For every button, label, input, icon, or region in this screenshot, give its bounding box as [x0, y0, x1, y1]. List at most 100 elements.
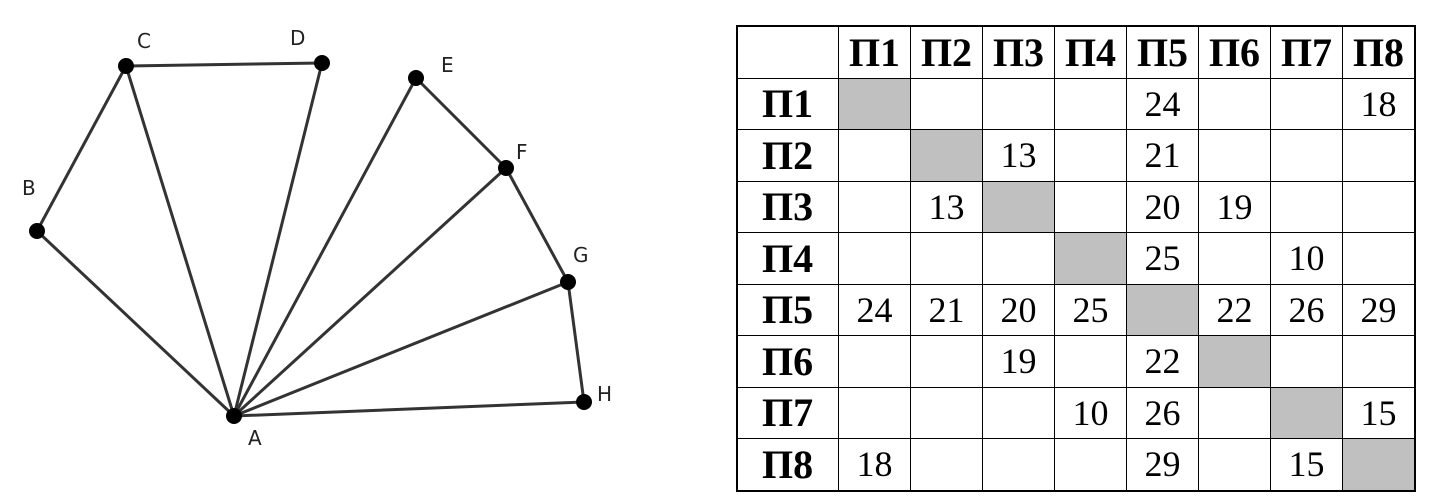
- edge-A-B: [35, 229, 236, 418]
- column-header: П1: [838, 25, 911, 79]
- vertex-label-B: B: [22, 176, 36, 200]
- diagonal-cell: [910, 129, 983, 182]
- vertex-G: [560, 274, 576, 290]
- table-cell: [1270, 129, 1343, 182]
- table-cell: [838, 129, 911, 182]
- table-cell: 13: [910, 180, 983, 233]
- table-cell: [1054, 77, 1127, 130]
- edge-E-F: [414, 76, 508, 170]
- row-header: П1: [736, 77, 839, 130]
- edge-B-C: [35, 64, 128, 233]
- table-row: П1 24 18: [736, 77, 1416, 130]
- diagonal-cell: [1198, 335, 1271, 388]
- row-header: П4: [736, 232, 839, 285]
- row-header: П3: [736, 180, 839, 233]
- vertex-D: [314, 55, 330, 71]
- table-cell: 22: [1126, 335, 1199, 388]
- table-cell: [838, 335, 911, 388]
- vertex-E: [408, 70, 424, 86]
- diagonal-cell: [1126, 283, 1199, 336]
- table-cell: [982, 77, 1055, 130]
- table-cell: [1198, 129, 1271, 182]
- table-cell: 20: [1126, 180, 1199, 233]
- table-cell: [838, 232, 911, 285]
- table-cell: 19: [1198, 180, 1271, 233]
- vertex-label-E: E: [441, 53, 454, 77]
- table-cell: 10: [1054, 386, 1127, 439]
- table-cell: [982, 386, 1055, 439]
- vertex-label-G: G: [573, 243, 589, 267]
- edge-C-D: [124, 61, 324, 68]
- table-cell: [910, 77, 983, 130]
- table-cell: [1198, 438, 1271, 491]
- vertex-label-F: F: [516, 140, 528, 164]
- table-header-row: П1 П2 П3 П4 П5 П6 П7 П8: [736, 25, 1416, 79]
- table-cell: [910, 335, 983, 388]
- table-cell: [1270, 335, 1343, 388]
- edge-A-C: [124, 64, 236, 418]
- table-cell: 24: [838, 283, 911, 336]
- edge-A-D: [232, 61, 324, 418]
- edge-A-E: [232, 76, 418, 418]
- row-header: П2: [736, 129, 839, 182]
- table-cell: [1054, 180, 1127, 233]
- table-cell: 10: [1270, 232, 1343, 285]
- table-cell: 29: [1342, 283, 1416, 336]
- table-cell: 22: [1198, 283, 1271, 336]
- table-cell: 18: [838, 438, 911, 491]
- column-header: П2: [910, 25, 983, 79]
- table-cell: [1054, 335, 1127, 388]
- table-cell: 15: [1270, 438, 1343, 491]
- edge-F-G: [504, 166, 570, 284]
- table-cell: 24: [1126, 77, 1199, 130]
- table-cell: [1342, 335, 1416, 388]
- vertex-H: [576, 394, 592, 410]
- vertex-label-H: H: [597, 382, 612, 406]
- table-cell: [910, 232, 983, 285]
- table-cell: 18: [1342, 77, 1416, 130]
- table-cell: 21: [1126, 129, 1199, 182]
- table-cell: 25: [1126, 232, 1199, 285]
- vertex-label-C: C: [137, 29, 151, 53]
- table-cell: 20: [982, 283, 1055, 336]
- diagonal-cell: [838, 77, 911, 130]
- table-cell: [838, 180, 911, 233]
- column-header: П3: [982, 25, 1055, 79]
- table-cell: [1198, 386, 1271, 439]
- table-row: П4 25 10: [736, 232, 1416, 285]
- table-cell: 29: [1126, 438, 1199, 491]
- table-cell: 26: [1270, 283, 1343, 336]
- table-cell: [910, 386, 983, 439]
- row-header: П5: [736, 283, 839, 336]
- table-cell: [1198, 77, 1271, 130]
- table-cell: [1054, 129, 1127, 182]
- table-cell: [982, 232, 1055, 285]
- table-cell: [1342, 129, 1416, 182]
- edge-A-F: [232, 166, 508, 418]
- vertex-label-A: A: [248, 426, 262, 450]
- vertex-A: [226, 408, 242, 424]
- column-header: П5: [1126, 25, 1199, 79]
- diagonal-cell: [1270, 386, 1343, 439]
- table-cell: 26: [1126, 386, 1199, 439]
- table-corner-cell: [736, 25, 839, 79]
- diagonal-cell: [1054, 232, 1127, 285]
- table-cell: [1270, 77, 1343, 130]
- table-cell: 21: [910, 283, 983, 336]
- vertex-B: [29, 223, 45, 239]
- edge-A-G: [232, 280, 570, 418]
- column-header: П7: [1270, 25, 1343, 79]
- table-cell: 25: [1054, 283, 1127, 336]
- diagonal-cell: [1342, 438, 1416, 491]
- vertex-F: [498, 160, 514, 176]
- row-header: П7: [736, 386, 839, 439]
- vertex-C: [118, 58, 134, 74]
- edge-A-H: [232, 400, 586, 418]
